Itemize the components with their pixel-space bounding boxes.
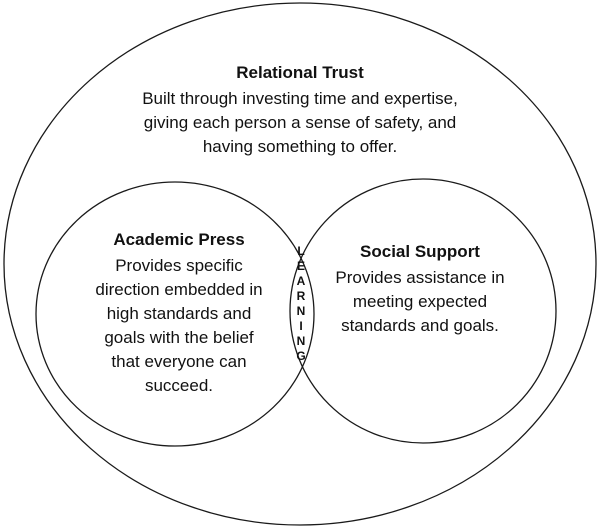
social-support-description: Provides assistance in meeting expected … <box>335 268 505 335</box>
academic-press-title: Academic Press <box>113 230 245 249</box>
learning-letter: L <box>297 244 305 258</box>
learning-letter: G <box>296 349 306 363</box>
social-support-circle <box>289 178 557 444</box>
academic-press-label: Academic Press Provides specific directi… <box>88 228 270 398</box>
relational-trust-circle <box>3 2 597 526</box>
learning-letter: E <box>296 259 305 273</box>
social-support-label: Social Support Provides assistance in me… <box>330 240 510 338</box>
relational-trust-title: Relational Trust <box>236 63 364 82</box>
social-support-title: Social Support <box>360 242 480 261</box>
academic-press-description: Provides specific direction embedded in … <box>95 256 263 395</box>
learning-letter: N <box>296 304 306 318</box>
learning-letter: I <box>299 319 303 333</box>
learning-letter: N <box>296 334 306 348</box>
academic-press-circle <box>35 181 315 447</box>
relational-trust-description: Built through investing time and experti… <box>142 89 458 156</box>
relational-trust-label: Relational Trust Built through investing… <box>120 61 480 159</box>
learning-letter: A <box>296 274 306 288</box>
learning-letter: R <box>296 289 306 303</box>
